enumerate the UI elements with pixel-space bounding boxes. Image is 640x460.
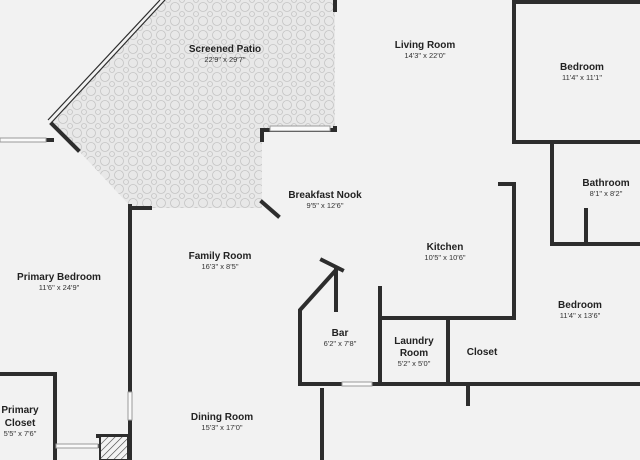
svg-text:8'1" x 8'2": 8'1" x 8'2" [590, 189, 623, 198]
svg-text:Bedroom: Bedroom [560, 62, 604, 73]
svg-text:Living Room: Living Room [395, 40, 456, 51]
room-label-primary-bedroom: Primary Bedroom 11'6" x 24'9" [17, 272, 101, 292]
svg-text:Bar: Bar [332, 328, 349, 339]
svg-text:Laundry: Laundry [394, 336, 434, 347]
room-label-primary-closet: Primary Closet 5'5" x 7'6" [1, 405, 39, 438]
svg-text:16'3" x 8'5": 16'3" x 8'5" [202, 262, 239, 271]
room-label-kitchen: Kitchen 10'5" x 10'6" [424, 242, 465, 262]
patio-screen-edge-inner [47, 0, 161, 121]
room-label-living-room: Living Room 14'3" x 22'0" [395, 40, 456, 60]
svg-text:Room: Room [400, 348, 428, 359]
svg-text:11'6" x 24'9": 11'6" x 24'9" [39, 283, 80, 292]
primary-bedroom-window [0, 137, 47, 143]
svg-text:10'5" x 10'6": 10'5" x 10'6" [424, 253, 465, 262]
room-label-bathroom: Bathroom 8'1" x 8'2" [582, 178, 629, 198]
svg-text:5'5" x 7'6": 5'5" x 7'6" [4, 429, 37, 438]
mechanical-chase [99, 435, 129, 460]
bar-opening [341, 381, 373, 387]
svg-text:9'5" x 12'6": 9'5" x 12'6" [307, 201, 344, 210]
svg-text:22'9" x 29'7": 22'9" x 29'7" [204, 55, 245, 64]
svg-text:11'4" x 13'6": 11'4" x 13'6" [560, 311, 601, 320]
svg-text:Bedroom: Bedroom [558, 300, 602, 311]
svg-text:14'3" x 22'0": 14'3" x 22'0" [404, 51, 445, 60]
svg-text:11'4" x 11'1": 11'4" x 11'1" [562, 73, 602, 82]
room-label-bar: Bar 6'2" x 7'8" [324, 328, 357, 348]
svg-text:Closet: Closet [467, 347, 498, 358]
svg-text:Closet: Closet [5, 418, 36, 429]
svg-text:Primary Bedroom: Primary Bedroom [17, 272, 101, 283]
room-label-breakfast-nook: Breakfast Nook 9'5" x 12'6" [288, 190, 362, 210]
living-room-window [269, 125, 331, 132]
room-label-family-room: Family Room 16'3" x 8'5" [189, 251, 252, 271]
room-label-screened-patio: Screened Patio 22'9" x 29'7" [189, 44, 261, 64]
svg-text:Primary: Primary [1, 405, 39, 416]
svg-text:6'2" x 7'8": 6'2" x 7'8" [324, 339, 357, 348]
room-label-bedroom-top: Bedroom 11'4" x 11'1" [560, 62, 604, 82]
svg-text:Kitchen: Kitchen [427, 242, 464, 253]
patio-screen-edge [51, 0, 166, 123]
svg-text:Family Room: Family Room [189, 251, 252, 262]
room-label-dining-room: Dining Room 15'3" x 17'0" [191, 412, 253, 432]
svg-text:Screened Patio: Screened Patio [189, 44, 261, 55]
dining-window [127, 391, 133, 421]
svg-text:Dining Room: Dining Room [191, 412, 253, 423]
svg-text:15'3" x 17'0": 15'3" x 17'0" [201, 423, 242, 432]
svg-text:Bathroom: Bathroom [582, 178, 629, 189]
svg-text:5'2" x 5'0": 5'2" x 5'0" [398, 359, 431, 368]
screened-patio-floor [52, 0, 335, 208]
svg-text:Breakfast Nook: Breakfast Nook [288, 190, 362, 201]
closet-door [55, 443, 99, 449]
room-label-laundry-room: Laundry Room 5'2" x 5'0" [394, 336, 434, 368]
room-label-closet: Closet [467, 347, 498, 358]
room-label-bedroom-right: Bedroom 11'4" x 13'6" [558, 300, 602, 320]
